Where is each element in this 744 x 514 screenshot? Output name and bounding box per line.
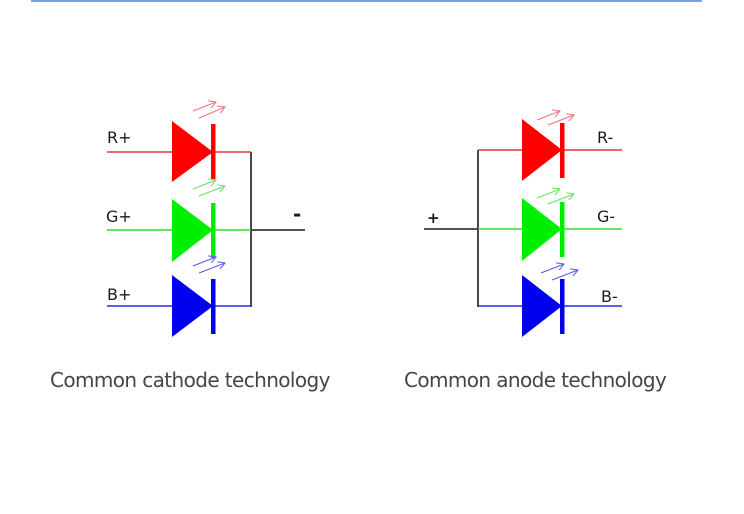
anode-blue-light-arrow-2: [551, 270, 578, 281]
anode-led-red: R-: [478, 111, 622, 181]
anode-blue-diode-bar: [560, 279, 565, 334]
anode-common-label: +: [427, 209, 440, 227]
anode-red-diode-bar: [560, 123, 565, 178]
cathode-red-light-arrow-1: [192, 102, 216, 112]
top-accent-rule: [31, 0, 702, 2]
common-anode-caption: Common anode technology: [404, 368, 667, 392]
anode-blue-light-arrow-1: [540, 264, 564, 274]
cathode-blue-light-arrow-2: [198, 263, 225, 274]
cathode-red-diode-bar: [211, 124, 216, 179]
anode-blue-diode-triangle: [522, 275, 562, 337]
common-cathode-diagram: - R+ G+ B+: [106, 102, 305, 337]
anode-red-light-arrow-2: [547, 115, 574, 126]
cathode-green-light-arrow-2: [198, 186, 225, 197]
cathode-blue-light-arrow-1: [192, 257, 216, 267]
anode-red-light-arrow-1: [536, 111, 560, 121]
cathode-red-pin-label: R+: [107, 128, 132, 147]
cathode-common-label: -: [293, 202, 301, 226]
cathode-red-light-arrow-2: [198, 107, 225, 119]
anode-blue-pin-label: B-: [601, 287, 618, 306]
anode-green-light-arrow-2: [547, 194, 574, 205]
anode-red-pin-label: R-: [597, 128, 613, 147]
cathode-led-red: R+: [107, 102, 251, 182]
anode-led-blue: B-: [478, 264, 622, 337]
cathode-blue-diode-bar: [211, 279, 216, 334]
anode-led-green: G-: [478, 189, 622, 261]
cathode-led-blue: B+: [107, 257, 251, 337]
cathode-green-diode-triangle: [172, 199, 213, 262]
anode-green-diode-bar: [560, 202, 565, 257]
cathode-blue-diode-triangle: [172, 275, 213, 337]
cathode-blue-pin-label: B+: [107, 285, 131, 304]
anode-green-light-arrow-1: [536, 189, 560, 199]
anode-green-diode-triangle: [522, 198, 562, 261]
anode-red-diode-triangle: [522, 119, 562, 181]
anode-green-pin-label: G-: [597, 207, 615, 226]
cathode-green-pin-label: G+: [106, 207, 132, 226]
cathode-red-diode-triangle: [172, 121, 213, 182]
common-cathode-caption: Common cathode technology: [50, 368, 330, 392]
common-anode-diagram: + R- G- B-: [424, 111, 622, 337]
cathode-green-diode-bar: [211, 203, 216, 258]
cathode-green-light-arrow-1: [192, 180, 216, 190]
cathode-led-green: G+: [106, 180, 251, 262]
